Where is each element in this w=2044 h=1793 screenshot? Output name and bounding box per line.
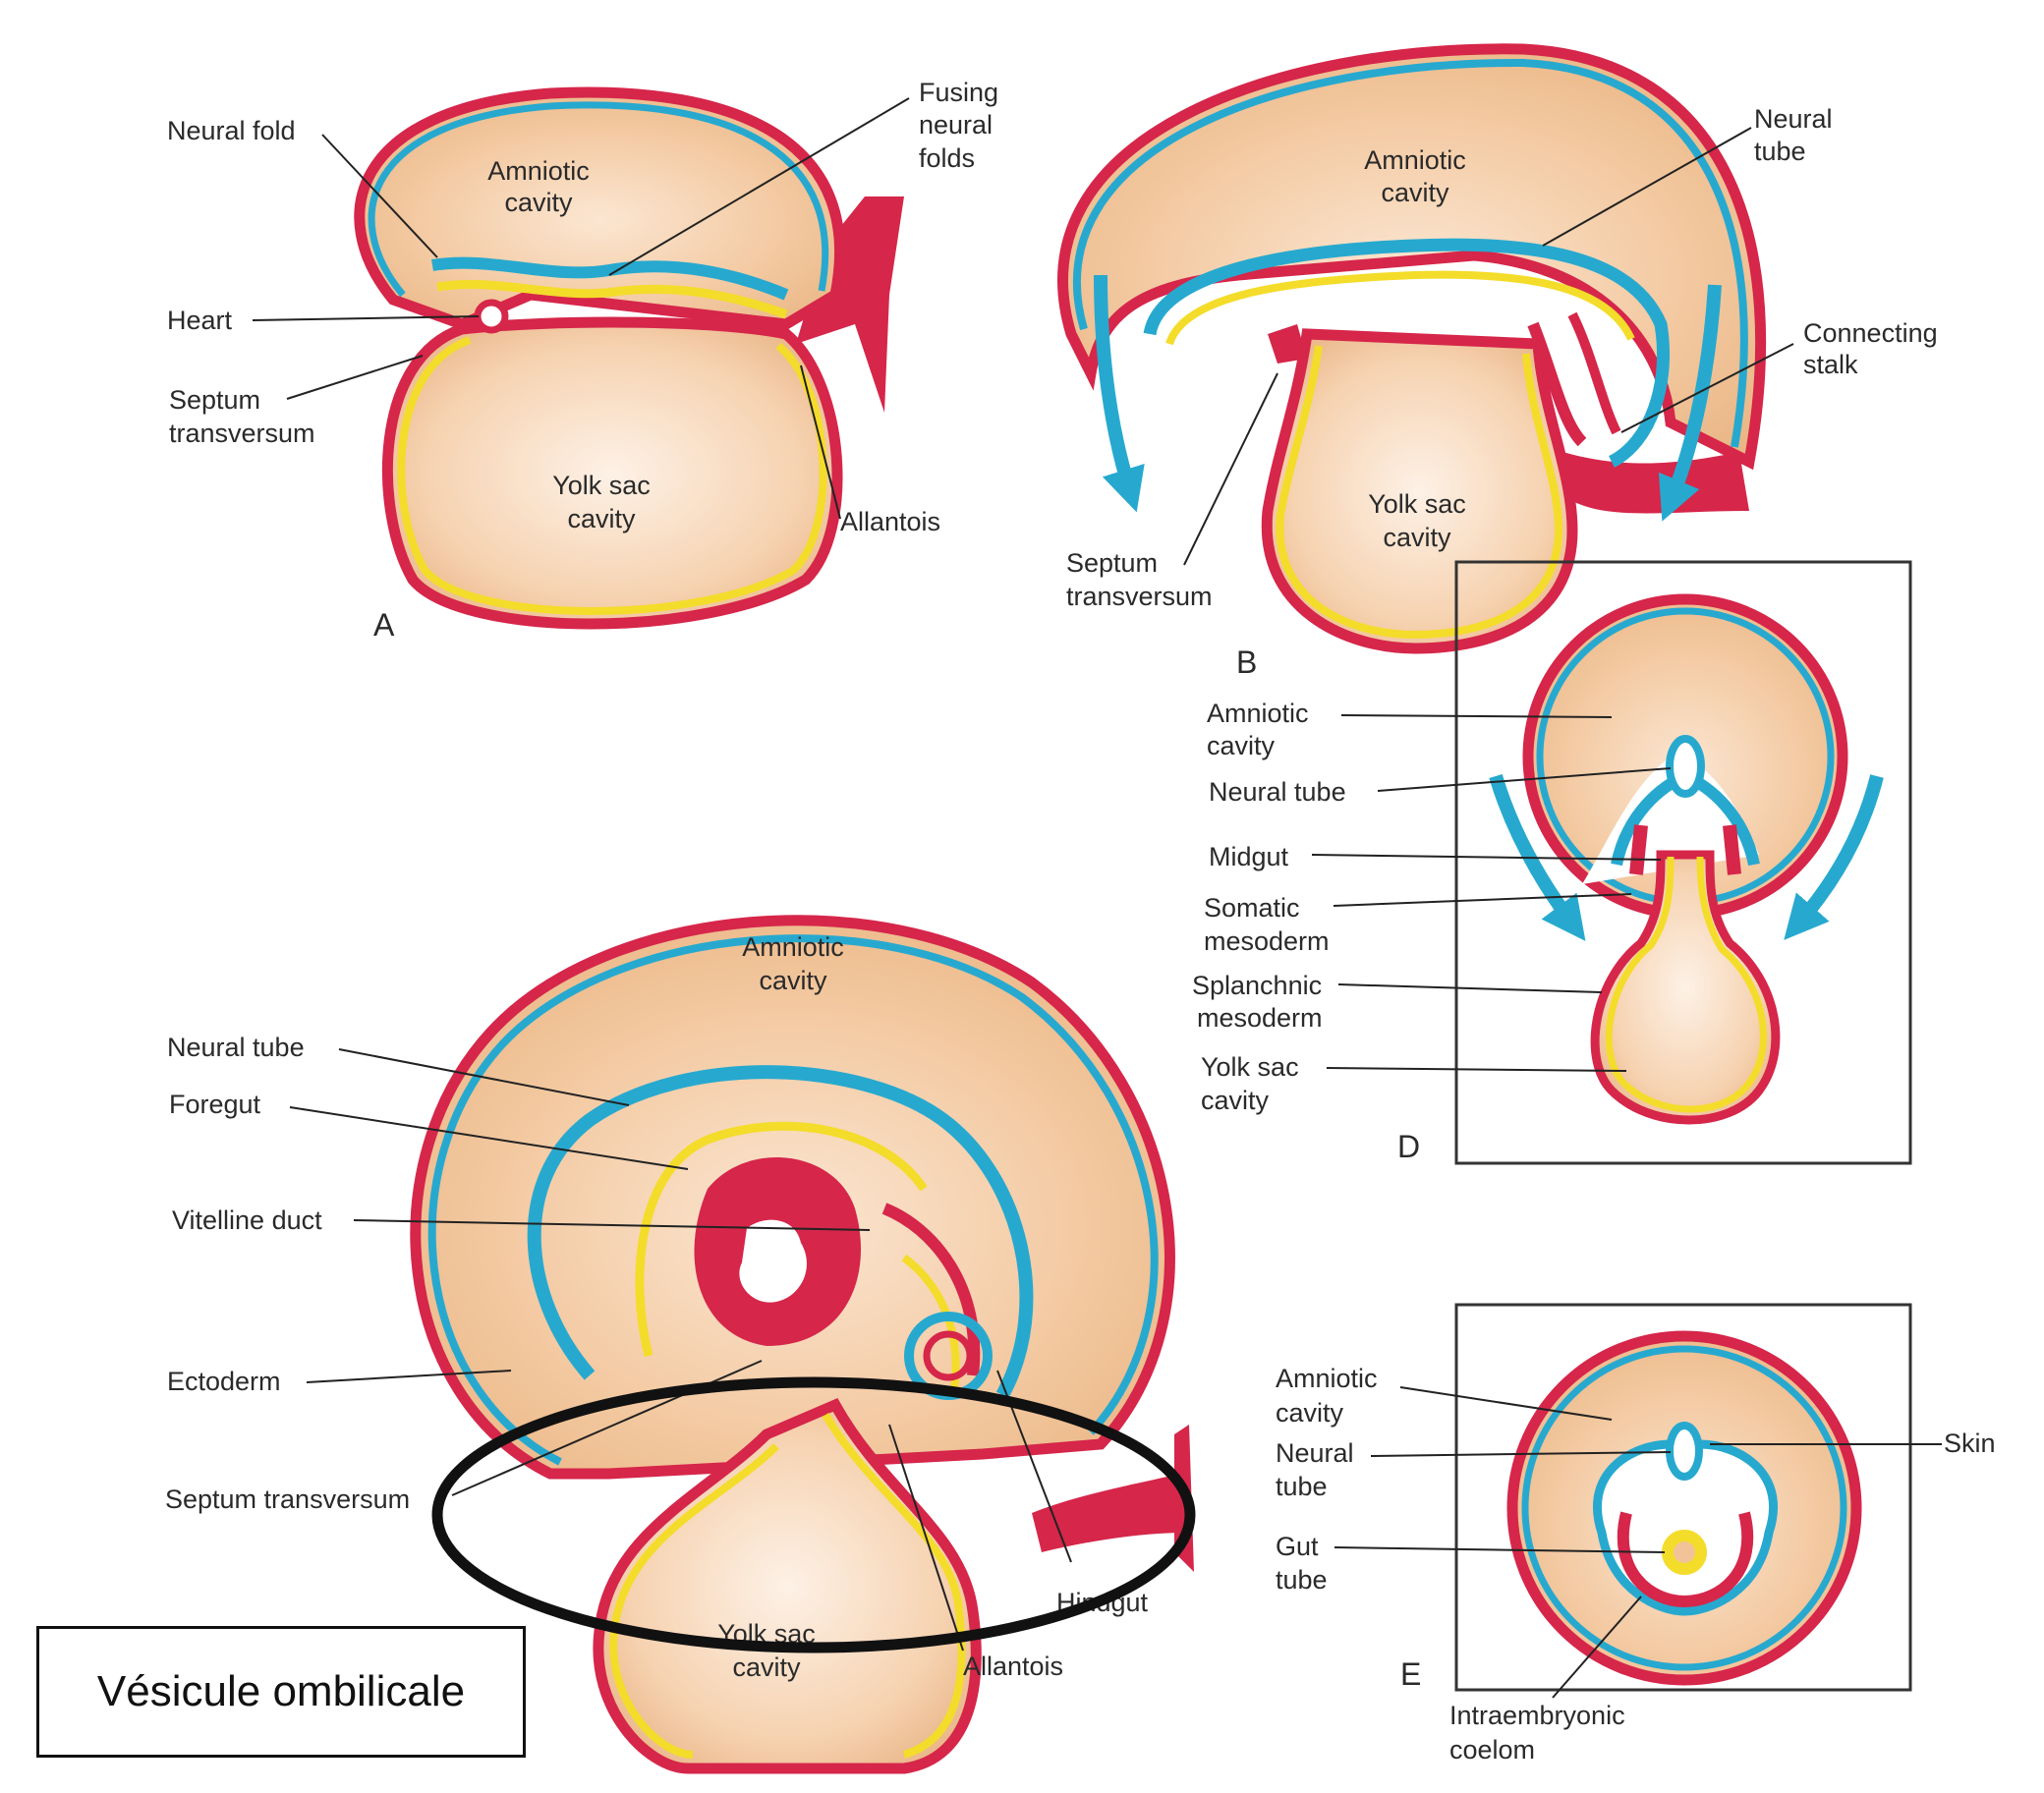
leader-lines-e	[1334, 1386, 1942, 1699]
label-coelom-e-2: coelom	[1449, 1735, 1535, 1765]
leader-lines-c	[289, 1048, 1072, 1652]
label-gut-tube-e-2: tube	[1276, 1565, 1328, 1595]
panel-letter-b: B	[1236, 644, 1257, 680]
label-connecting-stalk-b-2: stalk	[1803, 350, 1858, 379]
label-septum-b-2: transversum	[1066, 582, 1213, 611]
label-amniotic-cavity-b-2: cavity	[1381, 178, 1449, 207]
label-connecting-stalk-b-1: Connecting	[1803, 318, 1938, 348]
label-amniotic-cavity-e-1: Amniotic	[1276, 1364, 1378, 1393]
leader-lines-b	[1183, 127, 1794, 566]
label-allantois-a: Allantois	[840, 507, 940, 536]
label-fusing-a-1: Fusing	[919, 78, 998, 107]
panel-d-frame	[1454, 560, 1912, 1165]
panel-a: Neural fold Amniotic cavity Fusing neura…	[167, 78, 998, 643]
label-septum-c: Septum transversum	[165, 1485, 410, 1514]
heart-shape-a	[474, 299, 509, 334]
label-splanchnic-d-2: mesoderm	[1197, 1003, 1323, 1033]
panel-b: Amniotic cavity Neural tube Connecting s…	[1057, 43, 1938, 680]
label-yolk-sac-a-1: Yolk sac	[552, 471, 651, 500]
label-gut-tube-e-1: Gut	[1276, 1532, 1319, 1561]
label-somatic-d-1: Somatic	[1204, 893, 1300, 923]
label-splanchnic-d-1: Splanchnic	[1192, 971, 1322, 1000]
label-amniotic-cavity-a-1: Amniotic	[487, 156, 590, 186]
label-neural-tube-d: Neural tube	[1209, 777, 1346, 807]
connecting-stalk-c	[1032, 1474, 1184, 1552]
caption-box: Vésicule ombilicale	[36, 1626, 526, 1758]
folding-arrow-right-d	[1784, 774, 1884, 940]
label-midgut-d: Midgut	[1209, 842, 1289, 871]
panel-c: Amniotic cavity Neural tube Foregut Vite…	[165, 915, 1196, 1774]
coelom-ring-e	[1617, 1511, 1754, 1608]
label-yolk-sac-b-2: cavity	[1383, 523, 1451, 552]
caption-text: Vésicule ombilicale	[96, 1667, 466, 1715]
embryonic-disc-a	[431, 256, 789, 301]
panel-e: Amniotic cavity Neural tube Skin Gut tub…	[1276, 1303, 1996, 1765]
panel-d: Amniotic cavity Neural tube Midgut Somat…	[1192, 560, 1912, 1165]
label-neural-tube-e-2: tube	[1276, 1472, 1328, 1501]
label-yolk-sac-d-1: Yolk sac	[1201, 1052, 1299, 1082]
yolk-sac-b	[1261, 328, 1578, 654]
label-amniotic-cavity-d-1: Amniotic	[1207, 699, 1309, 728]
embryo-body-c	[527, 1065, 1034, 1399]
leader-lines-d	[1311, 714, 1672, 1072]
embryo-body-b	[1143, 238, 1671, 468]
label-neural-tube-e-1: Neural	[1276, 1438, 1354, 1468]
panel-letter-a: A	[373, 607, 395, 643]
connecting-stalk-shape	[796, 196, 904, 413]
label-neural-tube-b-1: Neural	[1754, 104, 1833, 134]
label-foregut-c: Foregut	[169, 1090, 261, 1119]
label-amniotic-cavity-b-1: Amniotic	[1364, 145, 1466, 175]
connecting-stalk-b	[1562, 452, 1749, 514]
yolk-sac-a	[381, 316, 843, 630]
yolk-sac-d	[1590, 850, 1781, 1125]
label-skin-e: Skin	[1944, 1429, 1996, 1458]
label-neural-tube-c: Neural tube	[167, 1033, 305, 1062]
label-septum-b-1: Septum	[1066, 548, 1158, 578]
label-ectoderm-c: Ectoderm	[167, 1367, 281, 1396]
label-yolk-sac-b-1: Yolk sac	[1368, 489, 1466, 519]
label-amniotic-cavity-d-2: cavity	[1207, 731, 1276, 760]
label-fusing-a-3: folds	[919, 143, 975, 173]
label-yolk-sac-c-2: cavity	[732, 1653, 801, 1682]
leader-lines-a	[252, 97, 910, 520]
label-septum-a-2: transversum	[169, 419, 315, 448]
highlight-ellipse	[431, 1376, 1196, 1653]
panel-letter-e: E	[1400, 1656, 1421, 1692]
label-allantois-c: Allantois	[963, 1652, 1063, 1681]
label-coelom-e-1: Intraembryonic	[1449, 1701, 1625, 1730]
label-amniotic-cavity-e-2: cavity	[1276, 1398, 1344, 1428]
label-amniotic-cavity-c-1: Amniotic	[742, 932, 844, 962]
label-yolk-sac-a-2: cavity	[567, 504, 636, 533]
yolk-sac-c	[593, 1397, 982, 1774]
label-neural-fold-a: Neural fold	[167, 116, 296, 145]
label-vitelline-duct-c: Vitelline duct	[172, 1205, 322, 1235]
folding-arrow-left-b	[1094, 274, 1145, 513]
label-amniotic-cavity-c-2: cavity	[759, 966, 827, 995]
folding-arrow-right-b	[1658, 284, 1722, 522]
label-neural-tube-b-2: tube	[1754, 137, 1806, 166]
panel-letter-d: D	[1397, 1129, 1420, 1164]
label-yolk-sac-d-2: cavity	[1201, 1086, 1270, 1115]
label-septum-a-1: Septum	[169, 385, 260, 415]
label-heart-a: Heart	[167, 306, 233, 335]
label-amniotic-cavity-a-2: cavity	[504, 188, 573, 217]
panel-e-frame	[1454, 1303, 1912, 1692]
label-somatic-d-2: mesoderm	[1204, 926, 1330, 956]
label-fusing-a-2: neural	[919, 110, 993, 140]
